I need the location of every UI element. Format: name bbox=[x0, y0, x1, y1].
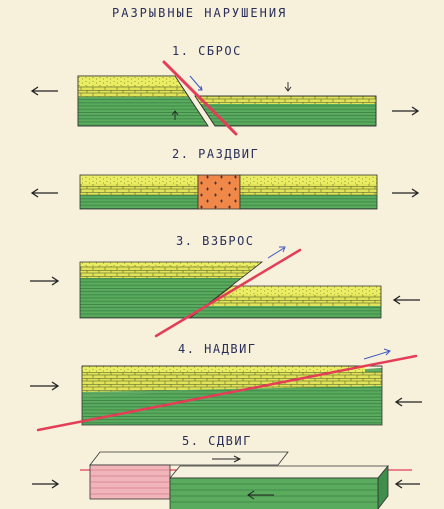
label-thrust: 4. НАДВИГ bbox=[178, 342, 257, 356]
diagram-thrust bbox=[30, 348, 422, 432]
page-title: РАЗРЫВНЫЕ НАРУШЕНИЯ bbox=[112, 6, 288, 20]
label-rift: 2. РАЗДВИГ bbox=[172, 147, 260, 161]
diagram-strike-slip bbox=[32, 451, 420, 509]
label-normal-fault: 1. СБРОС bbox=[172, 44, 242, 58]
label-reverse-fault: 3. ВЗБРОС bbox=[176, 234, 255, 248]
arrow-right-icon bbox=[30, 381, 60, 391]
arrow-left-icon bbox=[30, 86, 58, 96]
arrow-right-icon bbox=[32, 479, 60, 489]
diagram-rift bbox=[30, 174, 420, 210]
arrow-left-icon bbox=[392, 295, 420, 305]
arrow-right-icon bbox=[30, 276, 60, 286]
arrow-right-icon bbox=[392, 188, 420, 198]
arrow-left-icon bbox=[394, 479, 420, 489]
diagram-reverse-fault bbox=[30, 246, 420, 338]
arrow-left-icon bbox=[394, 397, 422, 407]
diagram-normal-fault bbox=[30, 60, 420, 136]
arrow-left-icon bbox=[30, 188, 58, 198]
label-strike-slip: 5. СДВИГ bbox=[182, 434, 252, 448]
arrow-right-icon bbox=[392, 106, 420, 116]
